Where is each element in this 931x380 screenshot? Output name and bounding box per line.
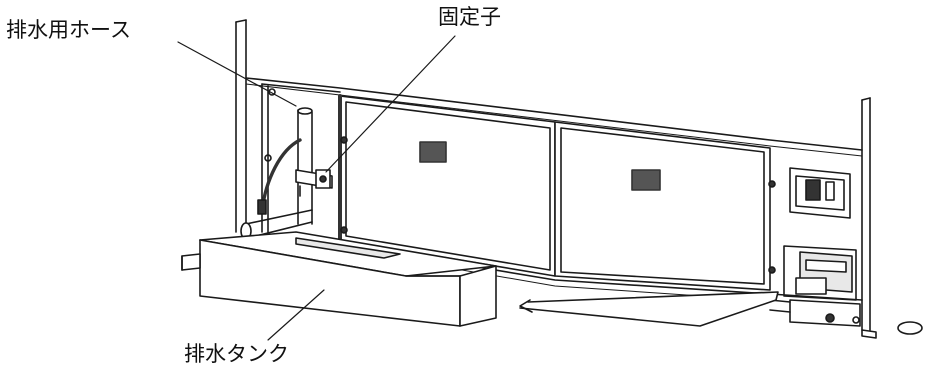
front-panels <box>338 94 776 291</box>
vent-grille-left <box>419 141 447 163</box>
fixer-clamp <box>295 169 333 197</box>
label-fixer: 固定子 <box>438 5 501 29</box>
leader-drain-tank <box>267 289 325 341</box>
leader-drain-hose <box>177 41 297 107</box>
cabinet-left-side <box>235 19 247 233</box>
cabinet-right-side <box>861 97 871 331</box>
vent-grille-right <box>631 169 661 191</box>
drain-tank <box>181 231 497 327</box>
label-drain-tank: 排水タンク <box>184 342 289 366</box>
left-recess-frame <box>261 83 341 233</box>
cabinet-top-edge <box>245 77 863 151</box>
leader-fixer <box>325 35 456 173</box>
insertion-arrow <box>519 291 779 327</box>
label-drain-hose: 排水用ホース <box>6 18 131 42</box>
pump-unit <box>769 245 861 327</box>
drain-hose <box>240 107 313 240</box>
switch-box <box>789 167 851 219</box>
